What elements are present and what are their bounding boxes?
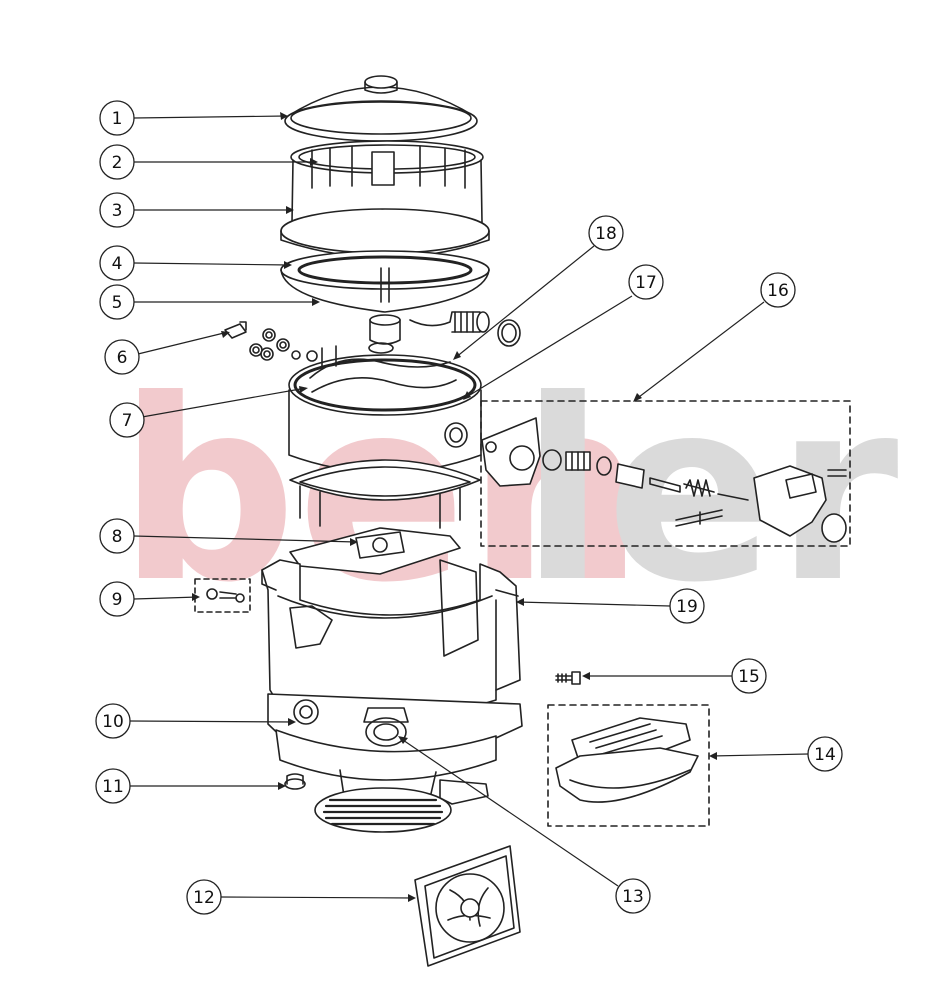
part-tube [368, 311, 521, 354]
part-screws-6 [224, 321, 301, 361]
leader-1 [133, 115, 287, 119]
part-heater-plate [289, 459, 481, 575]
callout-13: 13 [615, 878, 651, 914]
callout-5: 5 [99, 284, 135, 320]
callout-16: 16 [760, 272, 796, 308]
leader-19 [517, 601, 671, 607]
callout-19: 19 [669, 588, 705, 624]
part-bolt-set [194, 578, 251, 613]
leader-18 [454, 245, 595, 359]
callout-16-label: 16 [767, 281, 789, 301]
part-tray [280, 250, 490, 313]
leader-12 [220, 896, 415, 899]
callout-labels: 1 2 3 4 5 6 7 8 9 10 11 12 13 14 15 16 1… [95, 100, 843, 915]
part-basket [280, 140, 490, 259]
callout-6-label: 6 [117, 348, 128, 368]
callout-10: 10 [95, 703, 131, 739]
part-grille [314, 787, 452, 833]
callout-1: 1 [99, 100, 135, 136]
callout-2: 2 [99, 144, 135, 180]
callout-17: 17 [628, 264, 664, 300]
callout-7: 7 [109, 402, 145, 438]
leader-6 [137, 331, 229, 355]
callout-18: 18 [588, 215, 624, 251]
leader-10 [129, 720, 295, 723]
part-control-panel [547, 704, 710, 827]
callout-7-label: 7 [122, 411, 133, 431]
callout-14: 14 [807, 736, 843, 772]
callout-9-label: 9 [112, 590, 123, 610]
callout-15-label: 15 [738, 667, 760, 687]
leader-13 [399, 737, 619, 887]
callout-12-label: 12 [193, 888, 215, 908]
callout-17-label: 17 [635, 273, 657, 293]
part-foot [284, 773, 306, 790]
callout-2-label: 2 [112, 153, 123, 173]
leader-14 [710, 753, 809, 757]
callout-10-label: 10 [102, 712, 124, 732]
callout-19-label: 19 [676, 597, 698, 617]
callout-15: 15 [731, 658, 767, 694]
part-lid [284, 75, 478, 142]
leader-17 [464, 295, 633, 399]
leader-7 [141, 387, 307, 418]
callout-6: 6 [104, 339, 140, 375]
callout-3-label: 3 [112, 201, 123, 221]
callout-12: 12 [186, 879, 222, 915]
callout-18-label: 18 [595, 224, 617, 244]
part-tap-assembly [480, 400, 851, 547]
callout-11: 11 [95, 768, 131, 804]
callout-11-label: 11 [102, 777, 124, 797]
callout-13-label: 13 [622, 887, 644, 907]
callout-9: 9 [99, 581, 135, 617]
part-base [267, 693, 523, 805]
part-screw-15 [555, 671, 581, 685]
callout-8-label: 8 [112, 527, 123, 547]
leader-arrowheads [192, 112, 717, 902]
callout-3: 3 [99, 192, 135, 228]
callout-5-label: 5 [112, 293, 123, 313]
callout-8: 8 [99, 518, 135, 554]
callout-4: 4 [99, 245, 135, 281]
leader-4 [133, 262, 291, 266]
leader-lines [129, 115, 809, 899]
leader-8 [133, 535, 357, 543]
callout-14-label: 14 [814, 745, 836, 765]
part-fan [414, 845, 521, 967]
leader-9 [133, 596, 199, 600]
callout-1-label: 1 [112, 109, 123, 129]
callout-4-label: 4 [112, 254, 123, 274]
leader-16 [634, 301, 765, 401]
